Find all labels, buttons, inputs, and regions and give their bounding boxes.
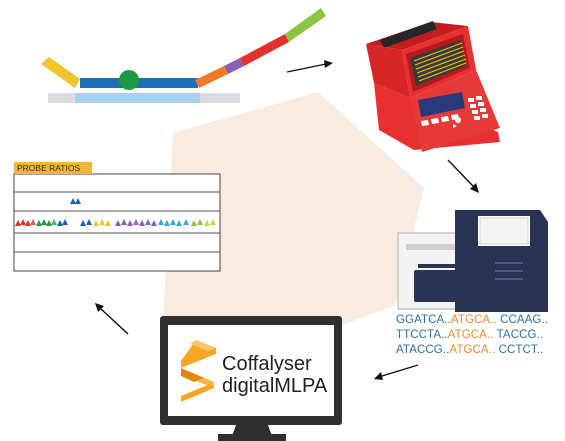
sequence-left: TTCCTA.. bbox=[396, 329, 448, 341]
probe-hybridization-icon bbox=[41, 8, 326, 103]
sequence-left: GGATCA.. bbox=[396, 314, 451, 326]
sequence-left: ATACCG.. bbox=[396, 344, 450, 356]
probe-ratio-markers bbox=[15, 198, 216, 226]
arrow-to-chart bbox=[95, 303, 129, 335]
sequence-mid: ATGCA.. bbox=[450, 314, 497, 326]
probe-ratio-chart-icon bbox=[13, 173, 221, 272]
sequence-mid: ATGCA.. bbox=[449, 344, 496, 356]
sequence-read: TTCCTA..ATGCA.. TACCG.. bbox=[396, 329, 543, 341]
sequence-right: TACCG.. bbox=[496, 329, 544, 341]
computer-monitor-icon bbox=[160, 316, 342, 441]
probe-ratios-label: PROBE RATIOS bbox=[14, 162, 92, 174]
sequence-read: GGATCA..ATGCA.. CCAAG.. bbox=[396, 314, 548, 326]
arrow-to-thermocycler bbox=[286, 60, 333, 73]
sequence-read: ATACCG..ATGCA.. CCTCT.. bbox=[396, 344, 543, 356]
arrow-to-sequencer bbox=[447, 159, 479, 193]
arrow-to-monitor bbox=[374, 364, 419, 380]
sequencer-icon bbox=[397, 210, 548, 312]
software-name-line1: Coffalyser bbox=[222, 353, 312, 375]
sequence-right: CCAAG.. bbox=[500, 314, 549, 326]
background-hexagon bbox=[163, 92, 424, 345]
thermocycler-icon bbox=[366, 21, 500, 152]
sequence-right: CCTCT.. bbox=[498, 344, 544, 356]
coffalyser-logo-icon bbox=[181, 340, 216, 402]
sequence-mid: ATGCA.. bbox=[447, 329, 494, 341]
workflow-arrows bbox=[95, 60, 479, 380]
software-name-line2: digitalMLPA bbox=[222, 375, 328, 397]
